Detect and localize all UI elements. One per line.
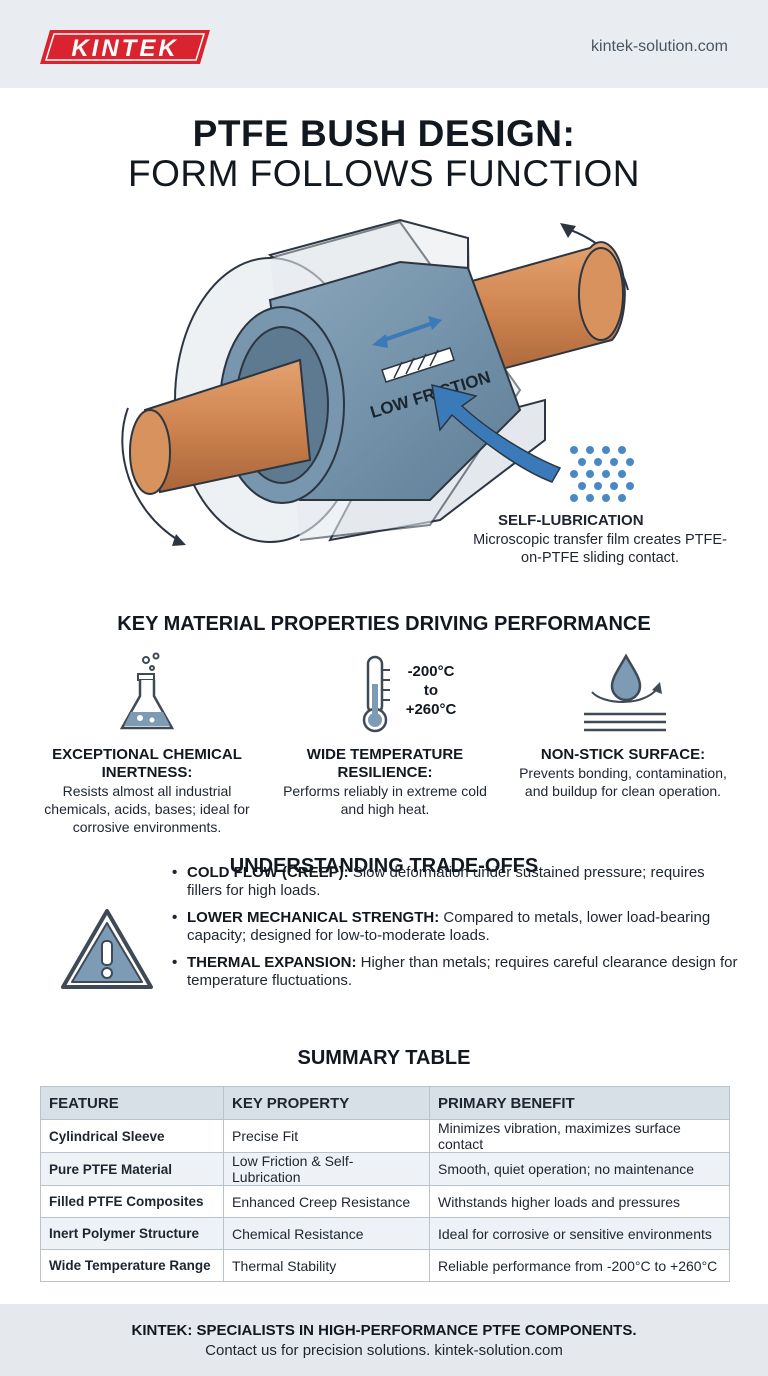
tradeoff-text: Higher than metals; requires careful cle…	[187, 954, 738, 989]
tradeoff-item: COLD FLOW (CREEP): Slow deformation unde…	[170, 864, 740, 900]
property-text: Performs reliably in extreme cold and hi…	[283, 783, 487, 817]
temp-low: -200°C	[407, 663, 455, 680]
table-cell: Low Friction & Self-Lubrication	[223, 1152, 430, 1186]
transfer-film-dots-icon	[570, 446, 634, 502]
sliding-double-arrow	[377, 320, 437, 344]
bush-illustration: LOW FRICTION	[121, 218, 634, 546]
page-title-line1: PTFE BUSH DESIGN:	[192, 113, 576, 154]
property-title: EXCEPTIONAL CHEMICAL INERTNESS:	[52, 746, 242, 781]
table-header-row: FEATURE KEY PROPERTY PRIMARY BENEFIT	[40, 1086, 730, 1120]
property-text: Prevents bonding, contamination, and bui…	[519, 765, 727, 799]
thermometer-icon	[362, 655, 390, 733]
table-cell: Precise Fit	[223, 1119, 430, 1153]
rotation-arrow-bottom	[121, 407, 179, 541]
table-cell: Wide Temperature Range	[40, 1249, 224, 1282]
tradeoffs-list: COLD FLOW (CREEP): Slow deformation unde…	[170, 864, 740, 999]
tradeoff-item: THERMAL EXPANSION: Higher than metals; r…	[170, 954, 740, 990]
temp-to: to	[423, 682, 439, 699]
table-cell: Inert Polymer Structure	[40, 1217, 224, 1250]
table-cell: Withstands higher loads and pressures	[429, 1185, 730, 1218]
table-cell: Minimizes vibration, maximizes surface c…	[429, 1119, 730, 1153]
tradeoff-item: LOWER MECHANICAL STRENGTH: Compared to m…	[170, 909, 740, 945]
self-lubrication-title: SELF-LUBRICATION	[498, 512, 644, 529]
tradeoff-text: Compared to metals, lower load-bearing c…	[187, 909, 711, 944]
table-row: Wide Temperature Range Thermal Stability…	[40, 1249, 730, 1282]
tradeoff-term: LOWER MECHANICAL STRENGTH:	[187, 909, 440, 926]
column-header: PRIMARY BENEFIT	[429, 1086, 730, 1120]
warning-icon	[61, 909, 153, 989]
table-row: Inert Polymer Structure Chemical Resista…	[40, 1217, 730, 1250]
table-cell: Ideal for corrosive or sensitive environ…	[429, 1217, 730, 1250]
kintek-logo[interactable]: KINTEK	[40, 28, 210, 66]
tradeoff-term: COLD FLOW (CREEP):	[187, 864, 349, 881]
property-text: Resists almost all industrial chemicals,…	[44, 783, 250, 835]
property-title: NON-STICK SURFACE:	[540, 746, 706, 763]
table-cell: Cylindrical Sleeve	[40, 1119, 224, 1153]
header-bar: KINTEK kintek-solution.com	[0, 0, 768, 88]
self-lubrication-arrow	[431, 383, 562, 483]
table-row: Filled PTFE Composites Enhanced Creep Re…	[40, 1185, 730, 1218]
table-cell: Reliable performance from -200°C to +260…	[429, 1249, 730, 1282]
temperature-range: -200°C to +260°C	[396, 662, 466, 719]
droplet-icon	[584, 653, 666, 732]
logo-text: KINTEK	[71, 35, 178, 62]
table-cell: Thermal Stability	[223, 1249, 430, 1282]
temp-high: +260°C	[405, 701, 457, 718]
column-header: KEY PROPERTY	[223, 1086, 430, 1120]
table-cell: Filled PTFE Composites	[40, 1185, 224, 1218]
table-cell: Smooth, quiet operation; no maintenance	[429, 1152, 730, 1186]
property-chemical: EXCEPTIONAL CHEMICAL INERTNESS: Resists …	[32, 746, 262, 836]
footer-bar: KINTEK: SPECIALISTS IN HIGH-PERFORMANCE …	[0, 1304, 768, 1376]
self-lubrication-text: Microscopic transfer film creates PTFE-o…	[473, 532, 727, 566]
property-temperature: WIDE TEMPERATURE RESILIENCE: Performs re…	[270, 746, 500, 818]
property-nonstick: NON-STICK SURFACE: Prevents bonding, con…	[508, 746, 738, 800]
footer-contact[interactable]: Contact us for precision solutions. kint…	[205, 1342, 563, 1359]
properties-title: KEY MATERIAL PROPERTIES DRIVING PERFORMA…	[117, 613, 651, 635]
summary-title: SUMMARY TABLE	[297, 1047, 471, 1069]
table-cell: Pure PTFE Material	[40, 1152, 224, 1186]
tradeoff-text: Slow deformation under sustained pressur…	[187, 864, 705, 899]
tradeoff-term: THERMAL EXPANSION:	[187, 954, 357, 971]
table-row: Pure PTFE Material Low Friction & Self-L…	[40, 1152, 730, 1186]
table-cell: Enhanced Creep Resistance	[223, 1185, 430, 1218]
friction-hatch-icon	[381, 347, 455, 383]
table-row: Cylindrical Sleeve Precise Fit Minimizes…	[40, 1119, 730, 1153]
header-url[interactable]: kintek-solution.com	[591, 38, 728, 55]
page-title-line2: FORM FOLLOWS FUNCTION	[127, 153, 641, 194]
column-header: FEATURE	[40, 1086, 224, 1120]
footer-tagline: KINTEK: SPECIALISTS IN HIGH-PERFORMANCE …	[131, 1322, 637, 1339]
table-cell: Chemical Resistance	[223, 1217, 430, 1250]
summary-table: FEATURE KEY PROPERTY PRIMARY BENEFIT Cyl…	[40, 1086, 730, 1282]
property-title: WIDE TEMPERATURE RESILIENCE:	[306, 746, 464, 781]
flask-icon	[119, 652, 175, 730]
